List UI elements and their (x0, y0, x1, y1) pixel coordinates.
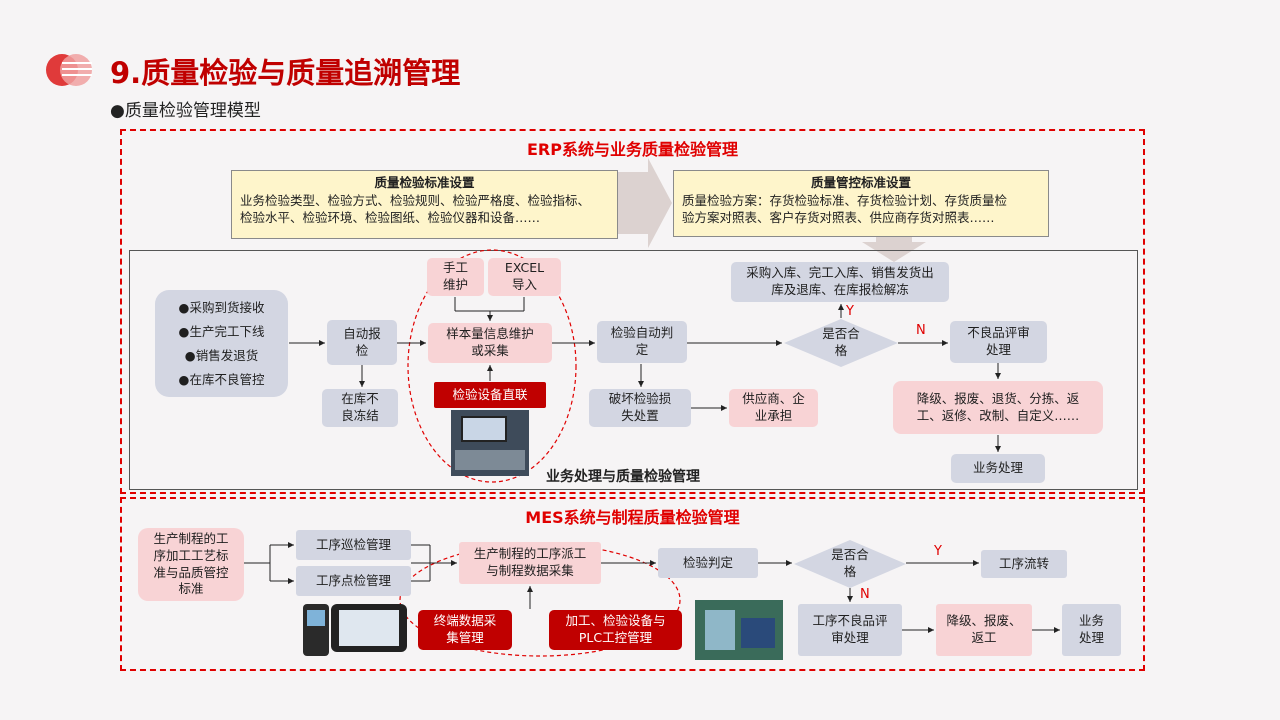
source-item-sales-return: ●销售发退货 (184, 347, 259, 363)
business-process-inner-box (129, 250, 1138, 490)
page-title: 9.质量检验与质量追溯管理 (110, 56, 461, 90)
erp-downgrade-box: 降级、报废、退货、分拣、返工、返修、改制、自定义…… (893, 381, 1103, 434)
handheld-scanner-photo (303, 604, 329, 656)
stock-freeze-box: 在库不良冻结 (322, 389, 398, 427)
erp-n-label: N (916, 323, 926, 338)
photo-screen (461, 416, 507, 442)
quality-control-standard-box: 质量管控标准设置 质量检验方案：存货检验标准、存货检验计划、存货质量检 验方案对… (673, 170, 1049, 237)
photo-base (455, 450, 525, 470)
scanner-screen (307, 610, 325, 626)
equipment-part (705, 610, 735, 650)
source-list-box: ●采购到货接收 ●生产完工下线 ●销售发退货 ●在库不良管控 (155, 290, 288, 397)
source-item-production: ●生产完工下线 (178, 323, 265, 339)
tablet-terminal-photo (331, 604, 407, 652)
sample-info-box: 样本量信息维护或采集 (428, 323, 552, 363)
std2-line2: 验方案对照表、客户存货对照表、供应商存货对照表…… (682, 209, 995, 225)
mes-n-label: N (860, 587, 870, 602)
source-item-stock-defect: ●在库不良管控 (178, 371, 265, 387)
erp-section-title: ERP系统与业务质量检验管理 (527, 140, 738, 159)
spot-inspection-box: 工序点检管理 (296, 566, 411, 596)
auto-judge-box: 检验自动判定 (597, 321, 687, 363)
erp-business-process-box: 业务处理 (951, 454, 1045, 483)
mes-section-border (120, 497, 1145, 671)
mes-qualified-label: 是否合格 (831, 547, 869, 579)
tablet-screen (339, 610, 399, 646)
terminal-data-box: 终端数据采集管理 (418, 610, 512, 650)
mes-section-title: MES系统与制程质量检验管理 (525, 508, 740, 527)
factory-equipment-photo (695, 600, 783, 660)
manual-maintain-box: 手工维护 (427, 258, 484, 296)
mes-y-label: Y (934, 544, 942, 559)
mes-standard-box: 生产制程的工序加工工艺标准与品质管控标准 (138, 528, 244, 601)
device-link-box: 检验设备直联 (434, 382, 546, 408)
std1-title: 质量检验标准设置 (374, 175, 475, 190)
release-box: 采购入库、完工入库、销售发货出库及退库、在库报检解冻 (731, 262, 949, 302)
erp-section-border (120, 129, 1145, 494)
patrol-inspection-box: 工序巡检管理 (296, 530, 411, 560)
plc-control-box: 加工、检验设备与PLC工控管理 (549, 610, 682, 650)
inspection-device-photo (451, 410, 529, 476)
dispatch-collect-box: 生产制程的工序派工与制程数据采集 (459, 542, 601, 584)
inner-box-title: 业务处理与质量检验管理 (546, 469, 700, 485)
header-logo-icon (46, 54, 92, 86)
mes-reject-review-box: 工序不良品评审处理 (798, 604, 902, 656)
std2-line1: 质量检验方案：存货检验标准、存货检验计划、存货质量检 (682, 192, 1008, 208)
page-subtitle: ●质量检验管理模型 (110, 101, 261, 121)
std2-title: 质量管控标准设置 (810, 175, 911, 190)
destroy-loss-box: 破坏检验损失处置 (589, 389, 691, 427)
process-flow-box: 工序流转 (981, 550, 1067, 578)
quality-inspection-standard-box: 质量检验标准设置 业务检验类型、检验方式、检验规则、检验严格度、检验指标、 检验… (231, 170, 618, 239)
erp-y-label: Y (846, 304, 854, 319)
auto-report-box: 自动报检 (327, 320, 397, 365)
mes-downgrade-box: 降级、报废、返工 (936, 604, 1032, 656)
mes-judge-box: 检验判定 (658, 548, 758, 578)
mes-business-process-box: 业务处理 (1062, 604, 1121, 656)
reject-review-box: 不良品评审处理 (950, 321, 1047, 363)
erp-qualified-label: 是否合格 (822, 326, 860, 358)
source-item-receiving: ●采购到货接收 (178, 299, 265, 315)
equipment-part-2 (741, 618, 775, 648)
excel-import-box: EXCEL导入 (488, 258, 561, 296)
std1-line1: 业务检验类型、检验方式、检验规则、检验严格度、检验指标、 (240, 192, 591, 208)
std1-line2: 检验水平、检验环境、检验图纸、检验仪器和设备…… (240, 209, 541, 225)
supplier-box: 供应商、企业承担 (729, 389, 818, 427)
